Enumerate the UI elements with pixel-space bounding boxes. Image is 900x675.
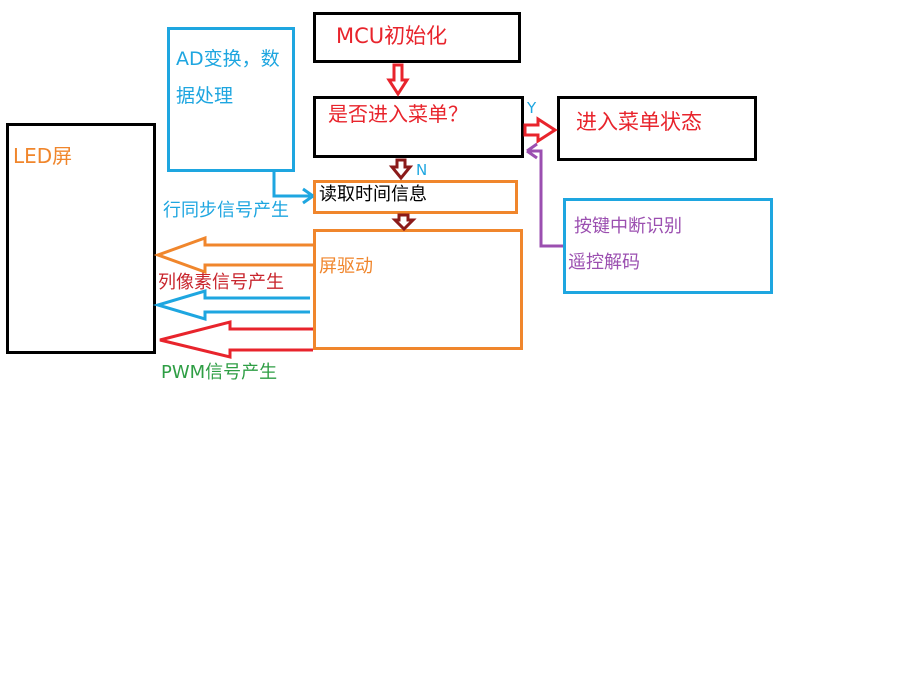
led-screen-box — [6, 123, 156, 354]
no-label: N — [416, 161, 428, 179]
mcu-init-label: MCU初始化 — [336, 24, 448, 48]
arrow-menu-q-to-menu-state — [523, 116, 558, 144]
arrow-row-sync — [153, 235, 313, 275]
arrow-key-to-menu-q — [527, 149, 563, 248]
led-screen-label: LED屏 — [13, 144, 73, 168]
key-remote-box — [563, 198, 773, 294]
yes-label: Y — [527, 99, 537, 117]
arrow-ad-to-read-time — [272, 172, 310, 198]
row-sync-label: 行同步信号产生 — [163, 200, 289, 221]
menu-state-box — [557, 96, 757, 161]
ad-process-label-2: 据处理 — [176, 85, 234, 107]
pwm-label: PWM信号产生 — [161, 362, 278, 383]
menu-state-label: 进入菜单状态 — [576, 110, 702, 134]
screen-driver-box — [313, 229, 523, 350]
arrow-read-time-to-driver — [391, 213, 417, 232]
arrow-pwm — [159, 320, 313, 359]
arrow-col-pixel — [152, 288, 310, 322]
read-time-label: 读取时间信息 — [319, 184, 427, 205]
col-pixel-label: 列像素信号产生 — [158, 272, 284, 293]
arrow-mcu-to-menu-q — [386, 63, 410, 97]
remote-decode-label: 遥控解码 — [568, 252, 640, 273]
arrow-menu-q-to-read-time — [388, 158, 414, 181]
mcu-init-box — [313, 12, 521, 63]
enter-menu-box — [313, 96, 524, 158]
screen-driver-label: 屏驱动 — [319, 256, 373, 277]
ad-process-label-1: AD变换，数 — [176, 48, 280, 70]
read-time-box — [313, 180, 518, 214]
enter-menu-label: 是否进入菜单？ — [328, 102, 468, 126]
key-interrupt-label: 按键中断识别 — [574, 216, 682, 237]
ad-process-box — [167, 27, 295, 172]
